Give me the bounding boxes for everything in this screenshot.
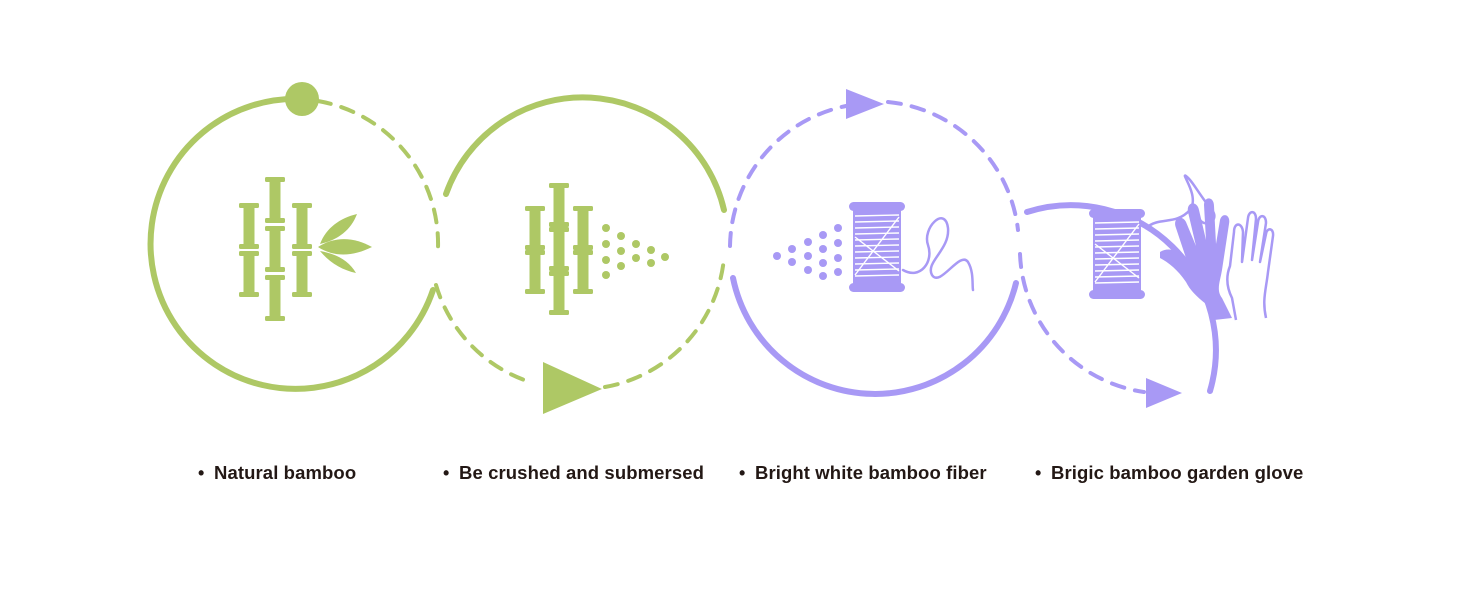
spool-and-glove-icon [1088, 174, 1275, 321]
bamboo-crushed-particles-icon [525, 183, 669, 315]
step-2-dashed-arc-right [603, 256, 726, 389]
step-4-label: • Brigic bamboo garden glove [1035, 462, 1303, 484]
step-2-dashed-arc-left [434, 283, 532, 384]
bamboo-with-leaves-icon [239, 177, 372, 321]
step-2-solid-arc [443, 94, 727, 213]
step-3-solid-arc [730, 275, 1019, 397]
step-3-ring [728, 100, 1020, 397]
start-dot [285, 82, 319, 116]
step-4-ring [1018, 202, 1219, 394]
step-2-ring [434, 94, 727, 389]
step-3-label: • Bright white bamboo fiber [739, 462, 987, 484]
glove-shape [1160, 198, 1232, 320]
step-2-label: • Be crushed and submersed [443, 462, 704, 484]
bullet: • [739, 463, 746, 483]
step-4-label-text: Brigic bamboo garden glove [1051, 462, 1304, 483]
step-4-solid-arc [1024, 202, 1219, 394]
bullet: • [1035, 463, 1042, 483]
hand-outline [1226, 210, 1275, 321]
step-1-label: • Natural bamboo [198, 462, 356, 484]
step-3-label-text: Bright white bamboo fiber [755, 462, 987, 483]
step-2-label-text: Be crushed and submersed [459, 462, 705, 483]
step-3-dashed-arc-right [886, 100, 1020, 232]
bullet: • [198, 463, 205, 483]
bullet: • [443, 463, 450, 483]
step-1-ring [147, 95, 441, 392]
step-4-arrowhead-icon [1146, 378, 1182, 408]
step-1-dashed-arc [316, 99, 441, 250]
step-3-dashed-arc-left [728, 104, 848, 248]
step-3-arrowhead-icon [846, 89, 884, 119]
step-1-label-text: Natural bamboo [214, 462, 357, 483]
step-1-solid-arc [147, 95, 436, 392]
step-4-dashed-arc [1018, 252, 1146, 394]
step-2-arrowhead-icon [543, 362, 602, 414]
thread-spool-icon [773, 201, 975, 293]
